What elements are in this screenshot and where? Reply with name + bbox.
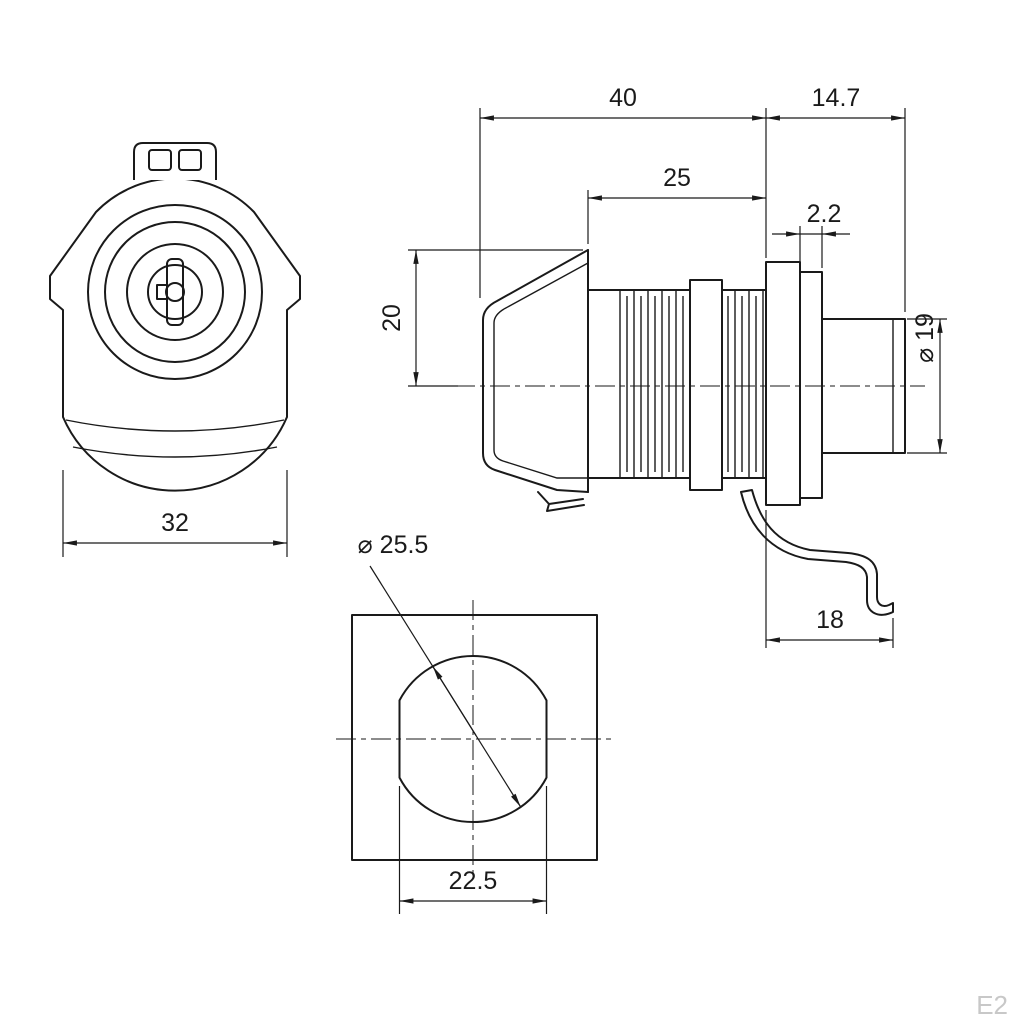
dim-text-20: 20	[378, 304, 406, 332]
dim-text-dia-19: ⌀ 19	[911, 313, 939, 363]
dim-button-diameter: ⌀ 19	[907, 313, 947, 454]
barrel-edges	[587, 289, 767, 479]
extension-lines	[765, 510, 894, 648]
side-view: 40 14.7 25 2.2 20 ⌀ 19	[378, 84, 947, 648]
latch-arm	[740, 489, 894, 616]
flange-disc	[765, 261, 801, 506]
dim-text-22-5: 22.5	[449, 867, 498, 895]
keyhole-circle	[147, 264, 203, 320]
dim-head-length: 14.7	[766, 84, 906, 312]
dim-body-width: 32	[62, 470, 288, 557]
cap-snap-tab	[537, 491, 585, 512]
key-pin-circle	[165, 282, 185, 302]
extension-lines	[398, 786, 548, 914]
dim-text-14-7: 14.7	[812, 84, 861, 112]
plug-circle	[126, 243, 224, 341]
key-slot-notch	[156, 284, 168, 300]
extension-lines	[799, 226, 823, 268]
panel-square	[351, 614, 598, 861]
dim-washer-thickness: 2.2	[772, 200, 850, 268]
extension-lines	[479, 108, 767, 298]
washer	[799, 271, 823, 499]
leader-inner-arrow	[432, 666, 477, 736]
push-button	[821, 318, 906, 454]
dim-latch-reach: 18	[765, 510, 894, 648]
dim-text-32: 32	[161, 509, 189, 537]
dim-thread-length: 25	[587, 164, 766, 244]
clip-detail-left	[148, 149, 172, 171]
cap-inner-wall	[493, 308, 588, 479]
dim-text-dia-25-5: ⌀ 25.5	[358, 531, 429, 559]
dim-hole-diameter: ⌀ 25.5	[358, 531, 522, 808]
dim-text-25: 25	[663, 164, 691, 192]
cap-inner-lip	[503, 262, 589, 310]
front-view: 32	[49, 142, 301, 557]
double-d-hole	[398, 654, 548, 824]
top-clip	[133, 142, 217, 180]
dim-cap-depth: 20	[378, 249, 583, 387]
dim-text-18: 18	[816, 606, 844, 634]
thread-band-2	[727, 291, 764, 477]
clip-detail-right	[178, 149, 202, 171]
key-slot	[166, 258, 184, 326]
body-seam-line-upper	[65, 419, 285, 432]
dim-hole-width: 22.5	[398, 786, 548, 914]
dim-text-40: 40	[609, 84, 637, 112]
mid-collar	[689, 279, 723, 491]
watermark-label: E2	[976, 990, 1008, 1020]
body-seam-line-lower	[72, 446, 278, 458]
cap-outline	[482, 249, 589, 493]
bezel-ring-outer	[87, 204, 263, 380]
dim-overall-length: 40	[479, 84, 767, 298]
dim-text-2-2: 2.2	[807, 200, 842, 228]
thread-band-1	[619, 291, 684, 477]
lock-body-outline	[49, 177, 301, 492]
bezel-ring-inner	[104, 221, 246, 363]
cutout-view: ⌀ 25.5 22.5	[336, 531, 612, 914]
